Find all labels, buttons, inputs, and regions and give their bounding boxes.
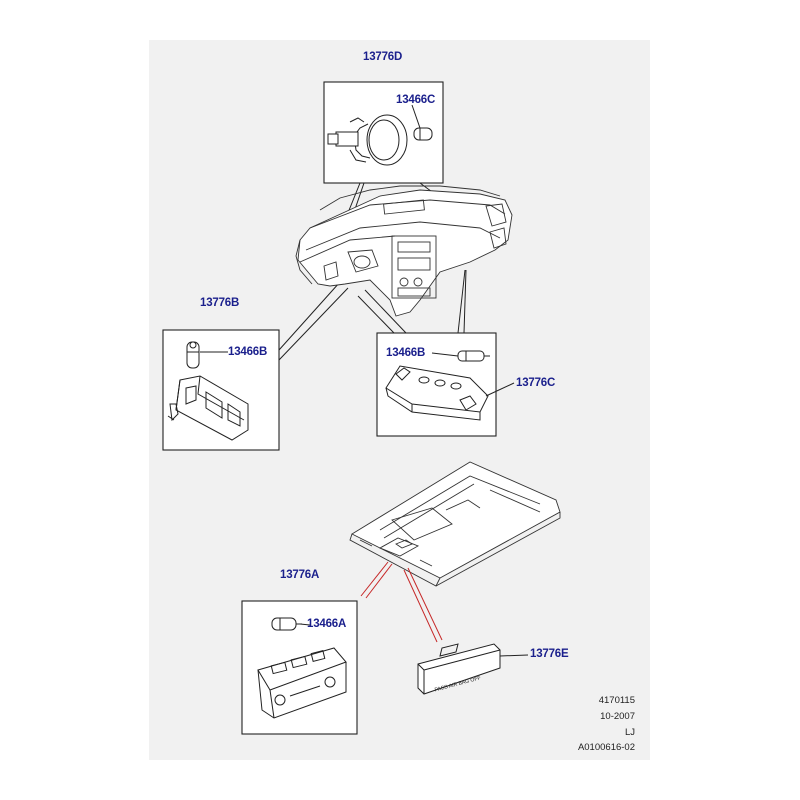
info-line-1: 4170115	[598, 695, 635, 706]
bulb-13466B-left	[186, 341, 200, 369]
red-leaders	[360, 561, 443, 643]
bulb-13466C	[413, 127, 433, 141]
callout-13466B-right: 13466B	[386, 347, 426, 359]
housing-13776B	[167, 375, 249, 441]
callout-13466C: 13466C	[396, 94, 436, 106]
info-line-3: LJ	[624, 727, 635, 738]
callout-13776E: 13776E	[530, 648, 569, 660]
dashboard-illustration	[295, 185, 513, 317]
callout-13776C: 13776C	[516, 377, 556, 389]
bulb-13466A	[271, 617, 302, 631]
callout-13776A: 13776A	[280, 569, 320, 581]
headliner-illustration	[349, 461, 561, 587]
housing-13776A	[257, 647, 347, 719]
callout-13466B-left: 13466B	[228, 346, 268, 358]
label-connectors	[200, 104, 529, 657]
lamp-13776D	[327, 114, 408, 166]
callout-13466A: 13466A	[307, 618, 347, 630]
callout-13776B: 13776B	[200, 297, 240, 309]
info-line-4: A0100616-02	[577, 742, 635, 753]
switch-13776E	[417, 643, 501, 695]
info-line-2: 10-2007	[600, 711, 635, 722]
callout-13776D: 13776D	[363, 51, 403, 63]
housing-13776C	[385, 365, 489, 421]
